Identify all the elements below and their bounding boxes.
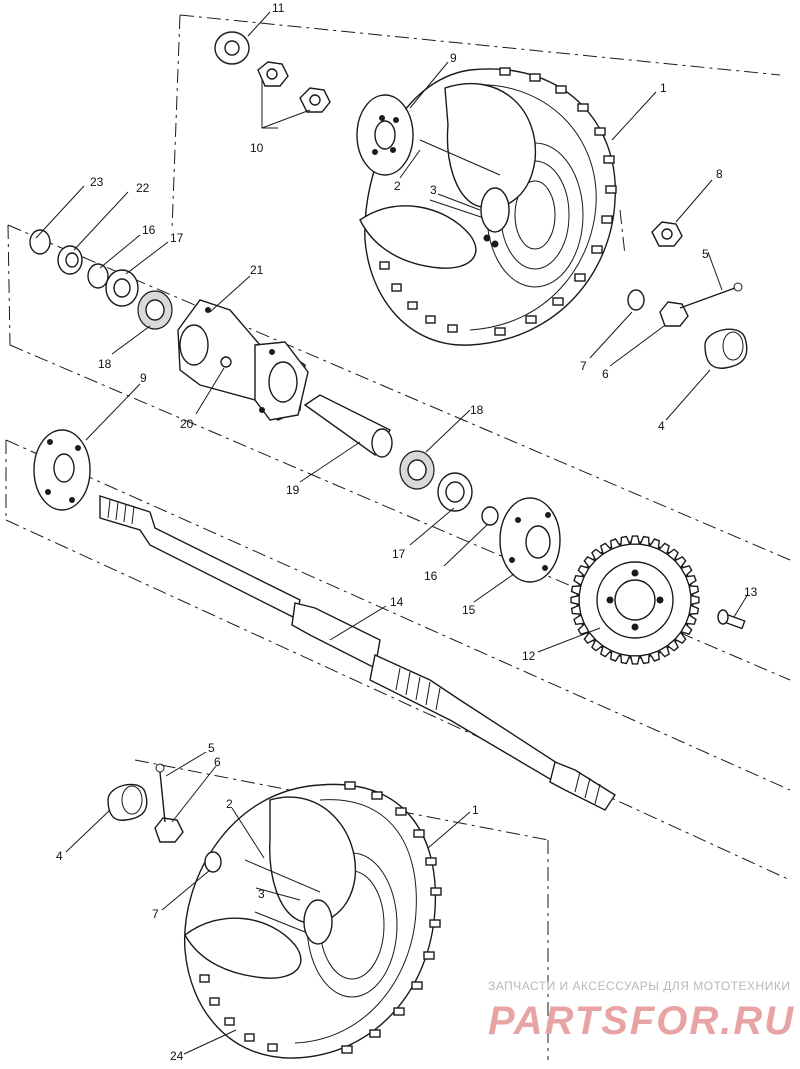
sprocket-tooth bbox=[666, 638, 679, 652]
sprocket-tooth bbox=[690, 594, 700, 606]
callout-5-upper: 5 bbox=[702, 247, 709, 261]
callout-17-left: 17 bbox=[170, 231, 184, 245]
callout-15: 15 bbox=[462, 603, 476, 617]
callout-21: 21 bbox=[250, 263, 264, 277]
sprocket-tooth bbox=[570, 585, 582, 596]
sprocket-tooth bbox=[629, 535, 641, 545]
sprocket-tooth bbox=[609, 649, 622, 662]
lower-tread-lugs bbox=[199, 781, 442, 1054]
callout-18-left: 18 bbox=[98, 357, 112, 371]
sprocket-bolt bbox=[717, 609, 746, 630]
spacer-tube bbox=[303, 394, 393, 458]
callout-5-lower: 5 bbox=[208, 741, 215, 755]
lower-left-fasteners bbox=[107, 763, 222, 873]
callout-22: 22 bbox=[136, 181, 150, 195]
watermark: ЗАПЧАСТИ И АКСЕССУАРЫ ДЛЯ МОТОТЕХНИКИ PA… bbox=[488, 979, 795, 1043]
callout-3-upper: 3 bbox=[430, 183, 437, 197]
rear-axle-shaft bbox=[99, 495, 616, 811]
axle-spline-marks bbox=[107, 499, 601, 805]
callout-4-upper: 4 bbox=[658, 419, 665, 433]
sprocket-tooth bbox=[639, 653, 650, 665]
sprocket-hub bbox=[499, 497, 561, 583]
sprocket-tooth bbox=[599, 542, 613, 555]
sprocket-tooth bbox=[666, 548, 679, 562]
callout-3-lower: 3 bbox=[258, 887, 265, 901]
upper-washer-and-nuts bbox=[214, 31, 331, 113]
callout-24: 24 bbox=[170, 1049, 184, 1063]
sprocket-tooth bbox=[570, 594, 580, 606]
callout-8: 8 bbox=[716, 167, 723, 181]
watermark-brand: PARTSFOR.RU bbox=[488, 999, 795, 1043]
sprocket-tooth bbox=[577, 622, 590, 636]
sprocket-tooth bbox=[591, 638, 604, 652]
callout-7-upper: 7 bbox=[580, 359, 587, 373]
sprocket-tooth bbox=[573, 613, 586, 626]
lower-tire bbox=[183, 781, 442, 1059]
sprocket-tooth bbox=[648, 649, 661, 662]
upper-tire bbox=[359, 67, 617, 346]
sprocket-tooth bbox=[688, 604, 700, 615]
axle-housing bbox=[177, 299, 309, 421]
callout-9-upper: 9 bbox=[450, 51, 457, 65]
callout-20: 20 bbox=[180, 417, 194, 431]
callout-13: 13 bbox=[744, 585, 758, 599]
sprocket-tooth bbox=[599, 645, 613, 658]
callout-23: 23 bbox=[90, 175, 104, 189]
callout-14: 14 bbox=[390, 595, 404, 609]
callout-1-lower: 1 bbox=[472, 803, 479, 817]
sprocket-tooth bbox=[570, 604, 582, 615]
sprocket-tooth bbox=[620, 535, 631, 547]
sprocket-tooth bbox=[609, 538, 622, 551]
callout-6-upper: 6 bbox=[602, 367, 609, 381]
sprocket-tooth bbox=[657, 542, 671, 555]
sprocket-tooth bbox=[573, 574, 586, 587]
callout-2-lower: 2 bbox=[226, 797, 233, 811]
callout-16-right: 16 bbox=[424, 569, 438, 583]
left-bearing-stack bbox=[29, 229, 173, 330]
callout-18-right: 18 bbox=[470, 403, 484, 417]
sprocket-teeth bbox=[570, 535, 700, 665]
callout-6-lower: 6 bbox=[214, 755, 221, 769]
sprocket-tooth bbox=[680, 622, 693, 636]
sprocket-tooth bbox=[577, 564, 590, 578]
sprocket-tooth bbox=[583, 631, 597, 644]
callout-16-left: 16 bbox=[142, 223, 156, 237]
lower-left-hub bbox=[33, 429, 91, 511]
sprocket-tooth bbox=[639, 535, 650, 547]
callout-labels: 11 9 1 10 2 3 8 23 22 16 17 21 5 18 7 6 … bbox=[56, 1, 758, 1063]
sprocket-tooth bbox=[583, 556, 597, 569]
callout-2-upper: 2 bbox=[394, 179, 401, 193]
sprocket-tooth bbox=[688, 585, 700, 596]
sprocket-tooth bbox=[629, 655, 641, 665]
sprocket-tooth bbox=[673, 556, 687, 569]
callout-19: 19 bbox=[286, 483, 300, 497]
callout-1-upper: 1 bbox=[660, 81, 667, 95]
leader-lines bbox=[35, 11, 749, 1055]
callout-4-lower: 4 bbox=[56, 849, 63, 863]
sprocket-tooth bbox=[657, 645, 671, 658]
sprocket-tooth bbox=[648, 538, 661, 551]
callout-7-lower: 7 bbox=[152, 907, 159, 921]
sprocket-tooth bbox=[620, 653, 631, 665]
callout-11: 11 bbox=[272, 1, 285, 15]
sprocket-tooth bbox=[591, 548, 604, 562]
sprocket-tooth bbox=[684, 613, 697, 626]
upper-right-fasteners bbox=[627, 221, 748, 369]
tread-lugs bbox=[379, 67, 617, 336]
right-bearing-stack bbox=[399, 450, 499, 526]
callout-10: 10 bbox=[250, 141, 264, 155]
upper-wheel-hub bbox=[356, 94, 414, 176]
sprocket-tooth bbox=[680, 564, 693, 578]
drive-sprocket bbox=[570, 535, 700, 665]
callout-12: 12 bbox=[522, 649, 536, 663]
sprocket-tooth bbox=[684, 574, 697, 587]
callout-9-lower: 9 bbox=[140, 371, 147, 385]
sprocket-tooth bbox=[673, 631, 687, 644]
watermark-tagline: ЗАПЧАСТИ И АКСЕССУАРЫ ДЛЯ МОТОТЕХНИКИ bbox=[488, 979, 790, 993]
callout-17-right: 17 bbox=[392, 547, 406, 561]
